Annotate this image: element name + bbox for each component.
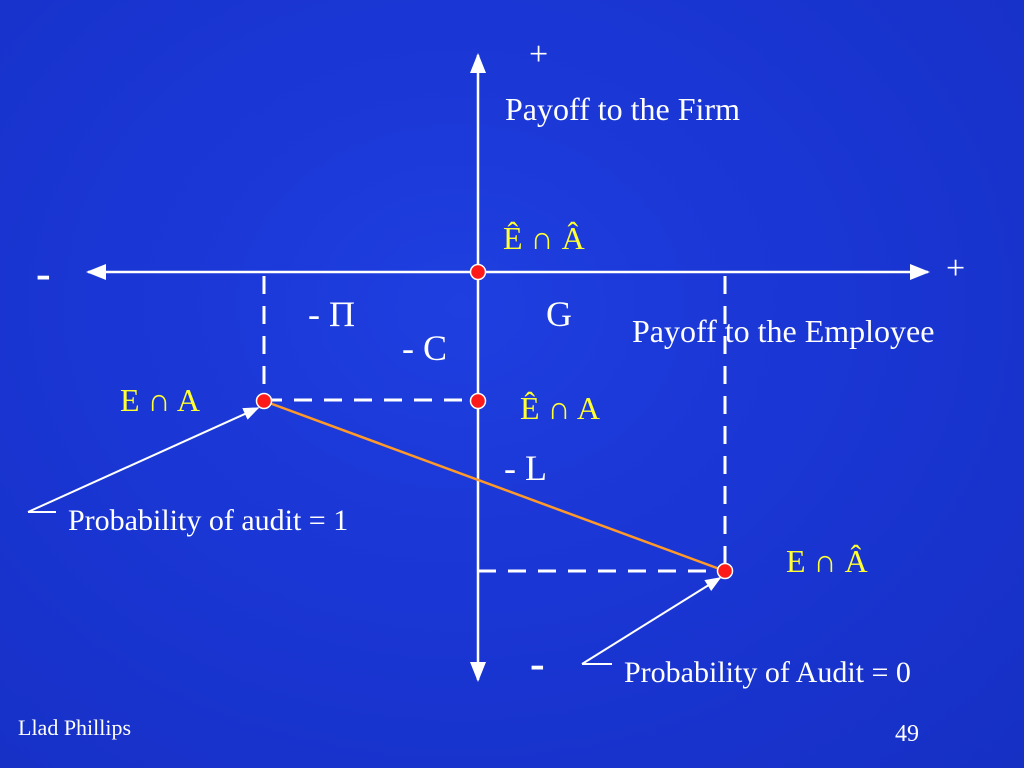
y-axis-plus-label: + xyxy=(529,36,549,73)
pointer-audit-zero-arrow xyxy=(581,577,722,665)
point-e-and-ahat-label: E ∩ Â xyxy=(786,543,868,579)
negative-l-label: - L xyxy=(504,448,547,488)
x-axis-title: Payoff to the Employee xyxy=(632,313,935,349)
x-axis-minus-label: - xyxy=(36,249,51,298)
y-axis-title: Payoff to the Firm xyxy=(505,91,740,127)
page-number: 49 xyxy=(895,721,919,747)
negative-pi-label: - Π xyxy=(308,294,355,334)
g-label: G xyxy=(546,294,572,334)
point-ehat-and-a-label: Ê ∩ A xyxy=(520,390,600,426)
connector-line xyxy=(263,399,726,573)
point-e-and-a-label: E ∩ A xyxy=(120,382,200,418)
y-axis-minus-label: - xyxy=(530,639,545,688)
point-origin-label: Ê ∩ Â xyxy=(503,220,585,256)
author-footer: Llad Phillips xyxy=(18,715,132,740)
point-e-and-a xyxy=(255,392,273,410)
point-ehat-and-a xyxy=(469,392,487,410)
point-origin xyxy=(469,263,487,281)
pointer-audit-one-arrow xyxy=(27,407,260,513)
audit-zero-annotation: Probability of Audit = 0 xyxy=(624,656,911,689)
x-axis-plus-label: + xyxy=(946,250,966,287)
point-e-and-ahat xyxy=(716,562,734,580)
negative-c-label: - C xyxy=(402,328,447,368)
audit-one-annotation: Probability of audit = 1 xyxy=(68,504,349,537)
